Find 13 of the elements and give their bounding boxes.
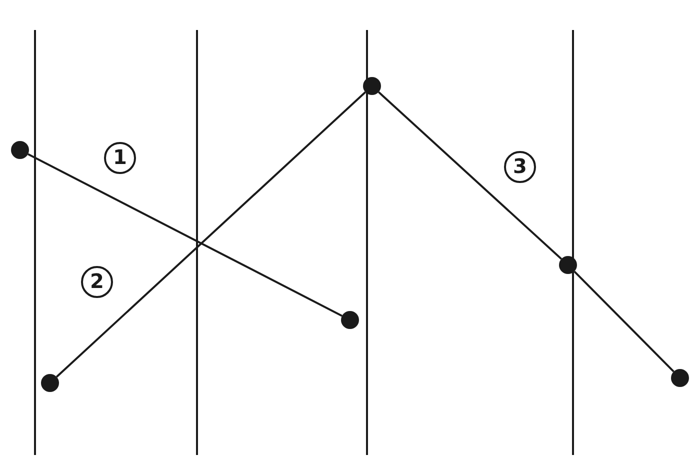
circled-number: 1 <box>104 142 136 174</box>
data-point <box>559 256 577 274</box>
connector-line <box>56 91 366 378</box>
connector-line <box>28 153 342 317</box>
data-point <box>363 77 381 95</box>
data-point <box>11 141 29 159</box>
data-point <box>341 311 359 329</box>
connector-line <box>378 91 562 260</box>
circled-number: 2 <box>81 266 113 298</box>
data-point <box>671 369 689 387</box>
data-point <box>41 374 59 392</box>
circled-number: 3 <box>504 151 536 183</box>
connector-line <box>574 270 674 372</box>
